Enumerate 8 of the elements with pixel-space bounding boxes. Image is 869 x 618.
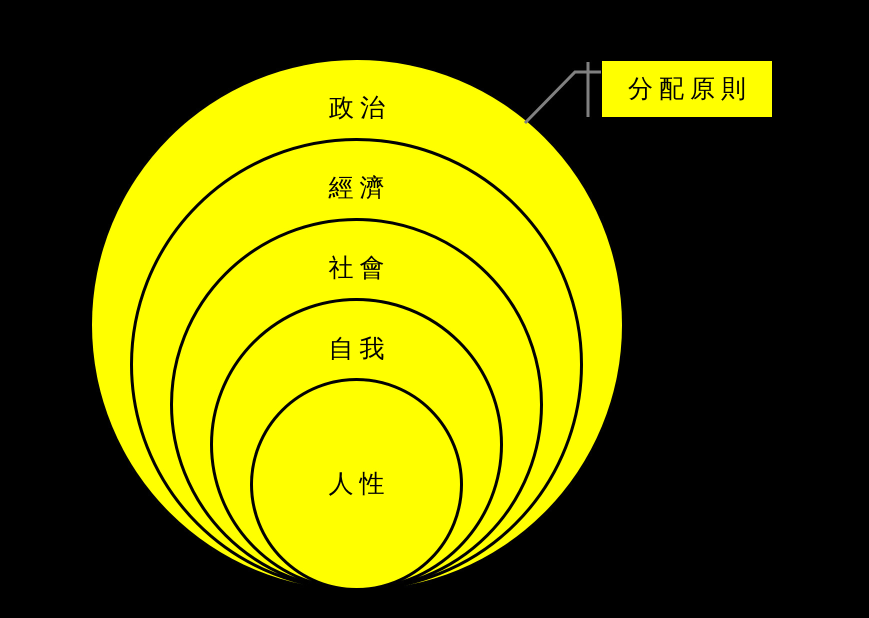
layer-label: 政治 [329, 93, 391, 123]
layer-label: 社會 [328, 253, 390, 283]
label-box [602, 61, 772, 117]
layer-label: 人性 [328, 469, 390, 499]
layer-label: 經濟 [328, 173, 390, 203]
layer-label: 自我 [328, 334, 390, 364]
leader-line [524, 70, 601, 124]
box-label: 分配原則 [628, 74, 752, 104]
